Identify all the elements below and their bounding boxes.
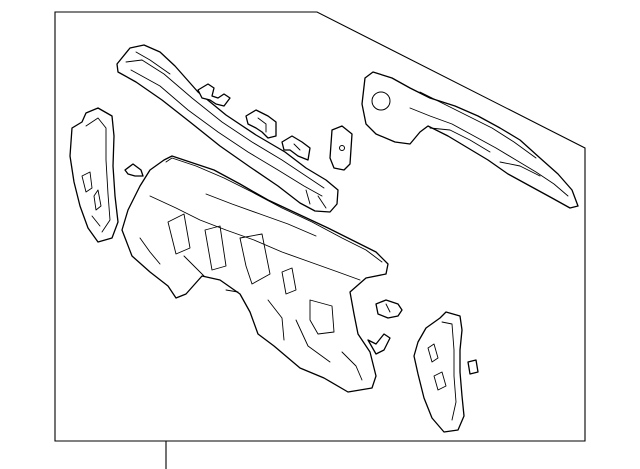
small-clip-3 bbox=[281, 135, 311, 161]
cowl-top-panel bbox=[116, 44, 339, 213]
small-clip-2 bbox=[245, 109, 277, 139]
small-clip-4 bbox=[329, 125, 353, 171]
small-clip-7 bbox=[367, 333, 391, 355]
small-clip-6 bbox=[375, 299, 403, 319]
left-side-bracket bbox=[69, 107, 119, 243]
dash-panel bbox=[121, 155, 389, 393]
upper-reinforcement bbox=[361, 71, 579, 209]
small-clip-8 bbox=[467, 359, 479, 375]
diagram-frame bbox=[54, 11, 586, 442]
small-clip-1 bbox=[197, 83, 231, 107]
small-clip-5 bbox=[124, 163, 144, 177]
right-side-bracket bbox=[413, 311, 465, 433]
